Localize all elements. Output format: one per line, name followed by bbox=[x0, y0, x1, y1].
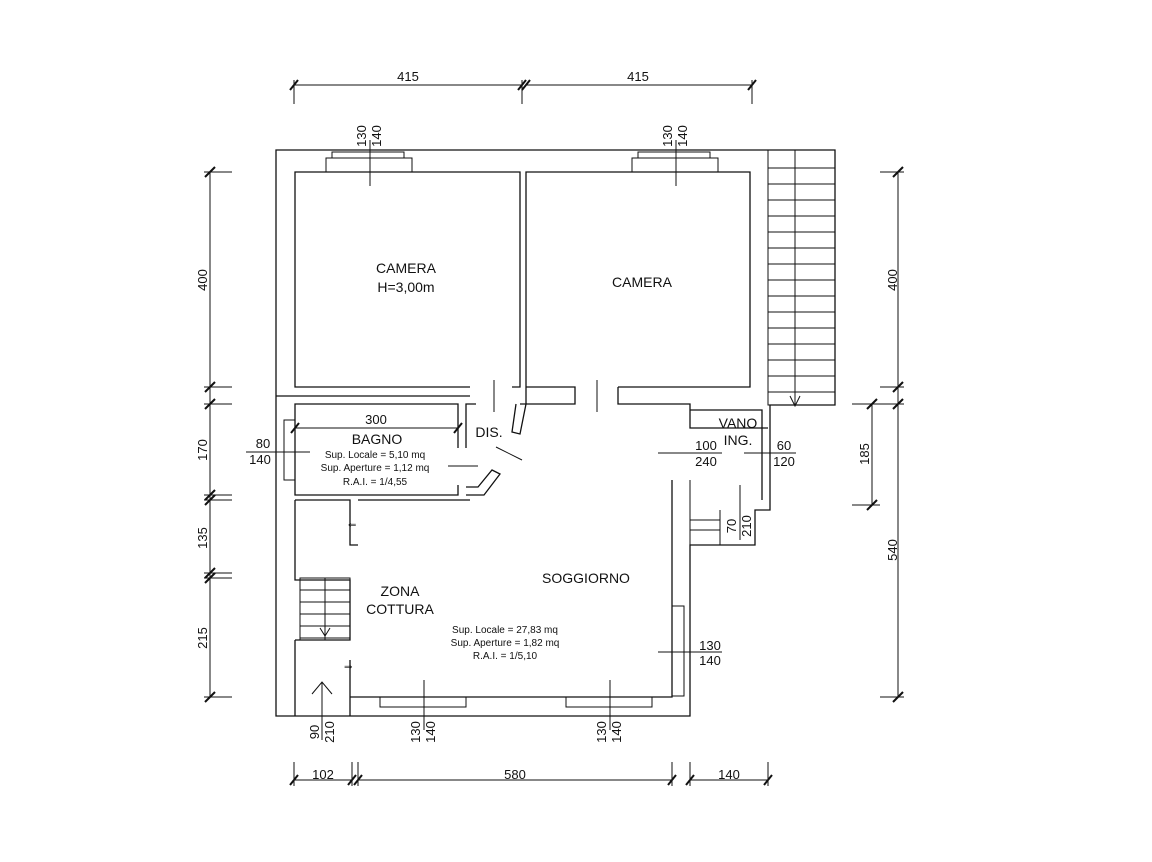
camera-right-window bbox=[631, 157, 719, 173]
bottom-window-left-bottom: 140 bbox=[423, 721, 438, 743]
zona-wall-left bbox=[294, 500, 351, 641]
stair-door-bottom: 210 bbox=[739, 515, 754, 537]
camera-left-height: H=3,00m bbox=[377, 279, 434, 295]
vano-label-2: ING. bbox=[724, 432, 753, 448]
soggiorno-sup-locale: Sup. Locale = 27,83 mq bbox=[452, 625, 558, 636]
camera-right-wall-seg2 bbox=[617, 387, 768, 429]
camera-right-window-top: 130 bbox=[660, 125, 675, 147]
camera-right-wall-seg bbox=[525, 386, 576, 405]
dim-right-2: 185 bbox=[857, 443, 872, 465]
dim-right-1: 400 bbox=[885, 269, 900, 291]
dim-left-4: 215 bbox=[195, 627, 210, 649]
bagno-sup-locale: Sup. Locale = 5,10 mq bbox=[325, 450, 425, 461]
stair-outline bbox=[767, 149, 836, 406]
bagno-window bbox=[283, 419, 296, 481]
zona-label-2: COTTURA bbox=[366, 601, 434, 617]
dim-top-2: 415 bbox=[627, 69, 649, 84]
bottom-window-left-top: 130 bbox=[408, 721, 423, 743]
camera-left-label: CAMERA bbox=[376, 260, 437, 276]
windows bbox=[283, 151, 719, 708]
dis-label: DIS. bbox=[475, 424, 502, 440]
bagno-window-top: 80 bbox=[256, 436, 270, 451]
bagno-door-leaf bbox=[466, 469, 501, 496]
camera-left-window-sill bbox=[331, 151, 405, 159]
stair-door-top: 70 bbox=[724, 519, 739, 533]
camera-right-window-bottom: 140 bbox=[675, 125, 690, 147]
interior-stair-arrow-icon bbox=[319, 627, 331, 637]
soggiorno-window-right-top: 130 bbox=[699, 638, 721, 653]
dim-bottom-2: 580 bbox=[504, 767, 526, 782]
camera-right-wall bbox=[525, 171, 751, 388]
zona-label-1: ZONA bbox=[381, 583, 421, 599]
dis-door-bottom: 240 bbox=[695, 454, 717, 469]
dim-bagno-width: 300 bbox=[365, 412, 387, 427]
zona-wall bbox=[295, 499, 358, 546]
vano-wall bbox=[690, 409, 763, 500]
room-labels: CAMERA H=3,00m CAMERA BAGNO Sup. Locale … bbox=[321, 260, 758, 662]
stair-arrow-icon bbox=[789, 395, 801, 408]
zona-door-bottom: 210 bbox=[322, 721, 337, 743]
soggiorno-rai: R.A.I. = 1/5,10 bbox=[473, 651, 538, 662]
dim-bottom-1: 102 bbox=[312, 767, 334, 782]
bagno-label: BAGNO bbox=[352, 431, 403, 447]
dim-top-1: 415 bbox=[397, 69, 419, 84]
zona-door-top: 90 bbox=[307, 725, 322, 739]
dis-door-top: 100 bbox=[695, 438, 717, 453]
vano-stair bbox=[689, 480, 721, 546]
opening-labels: 130 140 130 140 80 140 100 240 60 120 70… bbox=[249, 125, 795, 743]
right-arrow-icon: ⇐ bbox=[348, 520, 356, 531]
camera-right-label: CAMERA bbox=[612, 274, 673, 290]
bagno-rai: R.A.I. = 1/4,55 bbox=[343, 477, 408, 488]
vano-door-top: 60 bbox=[777, 438, 791, 453]
bottom-window-right-bottom: 140 bbox=[609, 721, 624, 743]
bagno-wall-inner bbox=[465, 403, 476, 448]
dim-left-1: 400 bbox=[195, 269, 210, 291]
bottom-window-left bbox=[379, 696, 467, 708]
camera-right-window-sill bbox=[637, 151, 711, 159]
stair-steps bbox=[768, 167, 835, 393]
camera-left-window bbox=[325, 157, 413, 173]
dim-left-3: 135 bbox=[195, 527, 210, 549]
dimension-lines bbox=[204, 79, 904, 786]
dis-door-leaf bbox=[511, 403, 527, 435]
dim-right-3: 540 bbox=[885, 539, 900, 561]
interior-stair[interactable]: ⇐ ⇒ bbox=[299, 520, 356, 710]
dim-left-2: 170 bbox=[195, 439, 210, 461]
bagno-window-bottom: 140 bbox=[249, 452, 271, 467]
bagno-sup-aperture: Sup. Aperture = 1,12 mq bbox=[321, 463, 430, 474]
interior-stair-steps bbox=[300, 589, 350, 639]
soggiorno-sup-aperture: Sup. Aperture = 1,82 mq bbox=[451, 638, 560, 649]
camera-left-window-top: 130 bbox=[354, 125, 369, 147]
soggiorno-window-right-bottom: 140 bbox=[699, 653, 721, 668]
vano-label-1: VANO bbox=[719, 415, 758, 431]
vano-door-bottom: 120 bbox=[773, 454, 795, 469]
dim-bottom-3: 140 bbox=[718, 767, 740, 782]
bottom-window-right bbox=[565, 696, 653, 708]
right-arrow-icon: ⇒ bbox=[344, 662, 352, 673]
soggiorno-window-right bbox=[671, 605, 685, 697]
bottom-window-right-top: 130 bbox=[594, 721, 609, 743]
exterior-stair[interactable] bbox=[767, 149, 836, 408]
soggiorno-label: SOGGIORNO bbox=[542, 570, 630, 586]
dimension-labels: 415 415 102 580 140 400 170 135 215 400 … bbox=[195, 69, 900, 782]
camera-left-window-bottom: 140 bbox=[369, 125, 384, 147]
